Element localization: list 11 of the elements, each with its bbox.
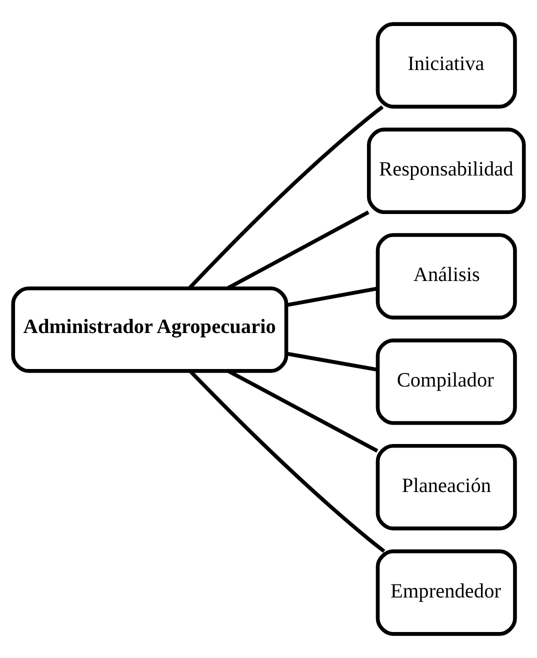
connector	[286, 286, 378, 307]
node-box: Responsabilidad	[366, 128, 526, 214]
node-box: Análisis	[376, 233, 517, 320]
connector	[188, 105, 384, 290]
node-box: Administrador Agropecuario	[11, 286, 288, 373]
node-box: Planeación	[376, 444, 517, 530]
node-box: Compilador	[376, 338, 517, 425]
connector	[286, 352, 378, 372]
connector	[188, 370, 386, 553]
node-box: Emprendedor	[376, 549, 517, 636]
node-box: Iniciativa	[376, 22, 517, 109]
